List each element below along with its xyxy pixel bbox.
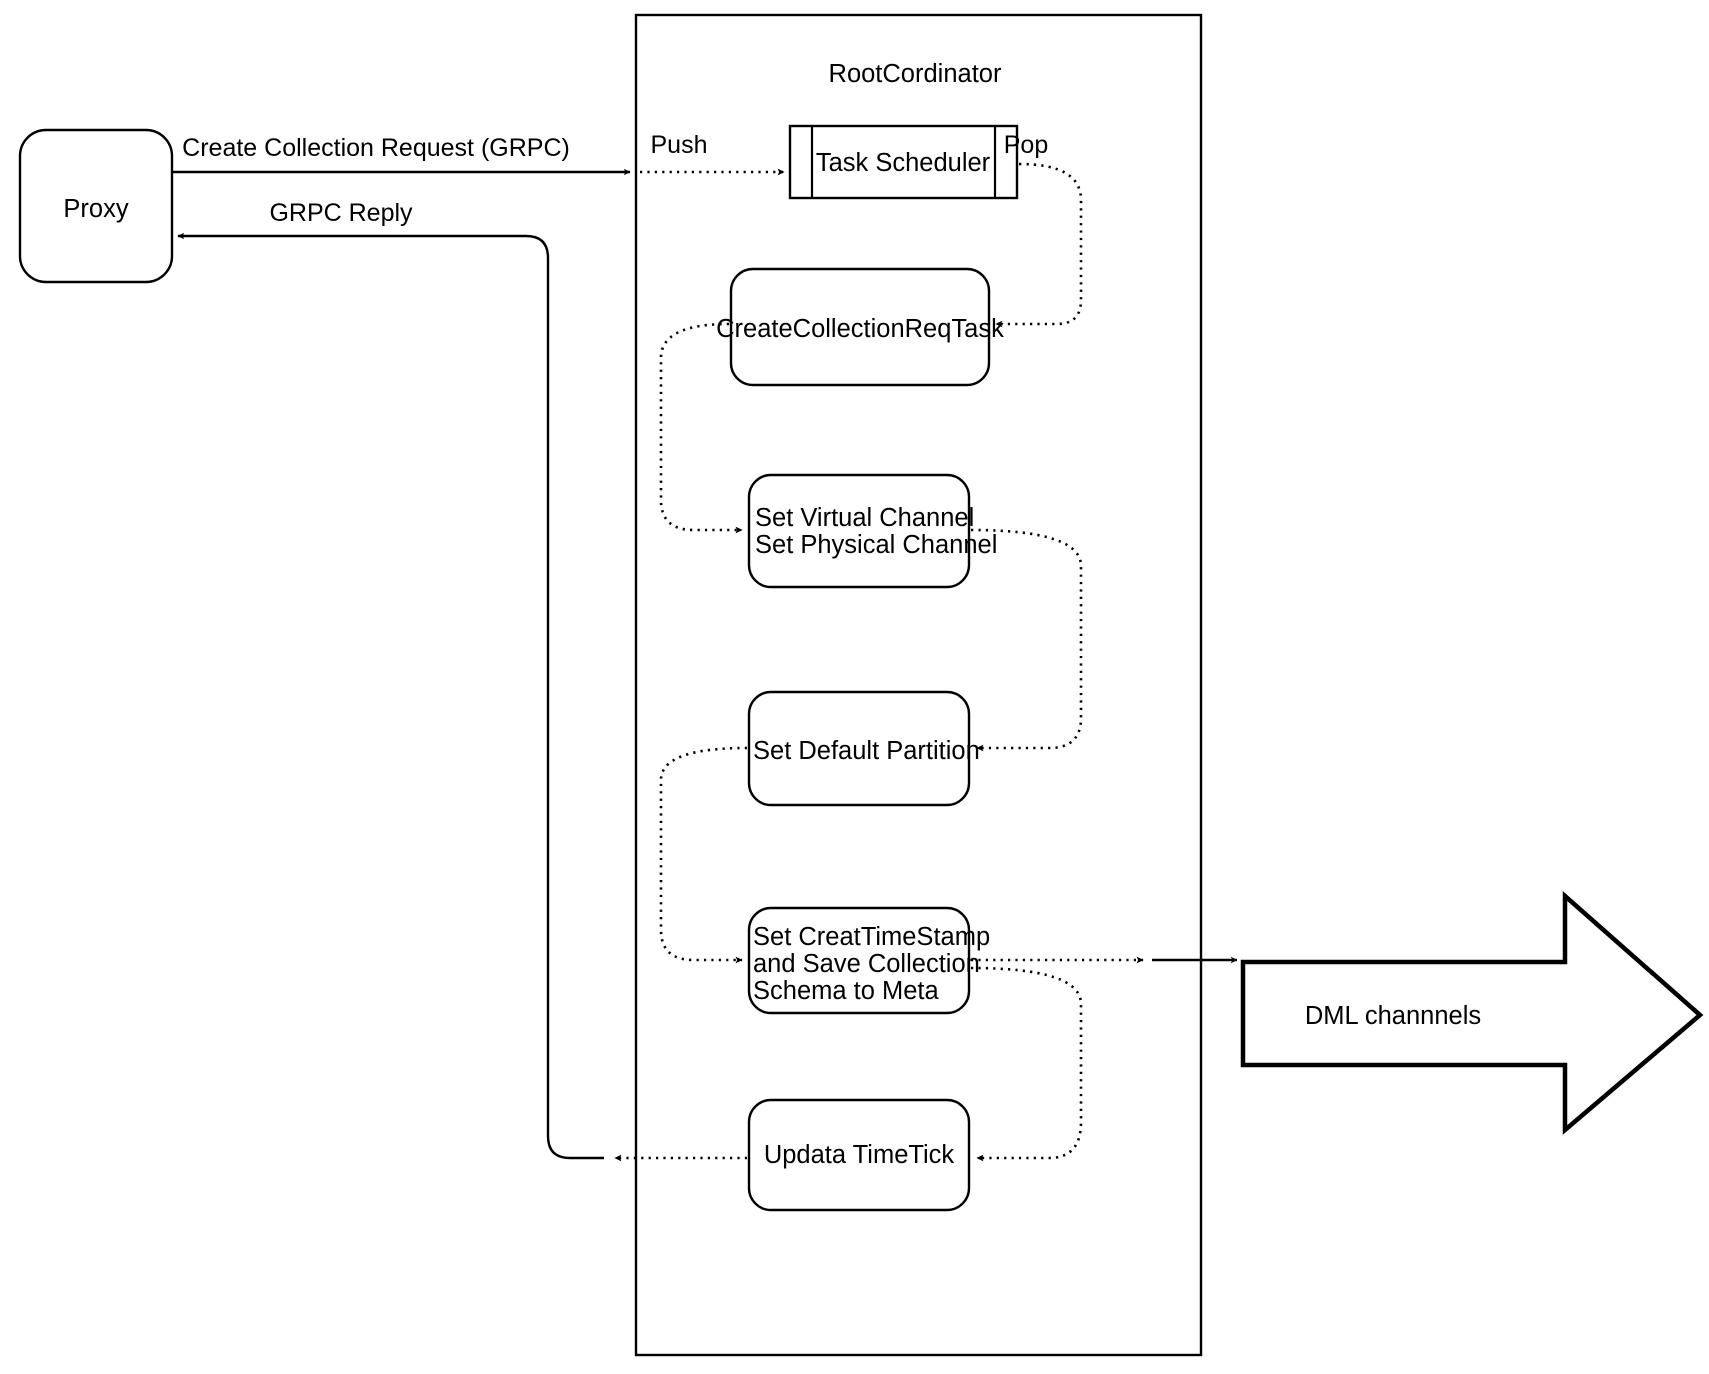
set-create-timestamp-line1: Set CreatTimeStamp: [753, 923, 990, 951]
edge-default-partition-to-create-timestamp: [659, 746, 748, 964]
proxy-node[interactable]: [18, 128, 174, 284]
set-default-partition-label: Set Default Partition: [753, 737, 980, 765]
dml-channels-label: DML channnels: [1305, 1002, 1481, 1030]
edge-create-timestamp-to-update-timetick: [970, 966, 1083, 1162]
set-channels-node[interactable]: [747, 473, 971, 589]
edge-push-label: Push: [651, 131, 708, 159]
edge-create-collection-request-label: Create Collection Request (GRPC): [182, 134, 570, 162]
edge-grpc-reply-label: GRPC Reply: [269, 199, 413, 227]
task-scheduler-node[interactable]: [788, 124, 1019, 200]
set-create-timestamp-line3: Schema to Meta: [753, 977, 939, 1005]
set-create-timestamp-line2: and Save Collection: [753, 950, 980, 978]
create-collection-req-task-node[interactable]: [729, 267, 991, 387]
set-channels-line1: Set Virtual Channel: [755, 504, 974, 532]
rootcordinator-title: RootCordinator: [829, 60, 1002, 88]
set-create-timestamp-node[interactable]: [747, 906, 971, 1015]
create-collection-req-task-label: CreateCollectionReqTask: [716, 315, 1004, 343]
dml-channels-arrow: [1240, 891, 1704, 1135]
task-scheduler-label: Task Scheduler: [816, 149, 991, 177]
update-timetick-node[interactable]: [747, 1098, 971, 1212]
proxy-node-label: Proxy: [63, 195, 128, 223]
edge-set-channels-to-default-partition: [970, 528, 1083, 752]
edge-pop: [995, 162, 1083, 328]
edge-pop-label: Pop: [1004, 131, 1048, 159]
update-timetick-label: Updata TimeTick: [764, 1141, 955, 1169]
set-default-partition-node[interactable]: [747, 690, 971, 807]
rootcordinator-container: [634, 13, 1203, 1357]
set-channels-line2: Set Physical Channel: [755, 531, 997, 559]
edge-grpc-reply: [177, 232, 604, 1160]
